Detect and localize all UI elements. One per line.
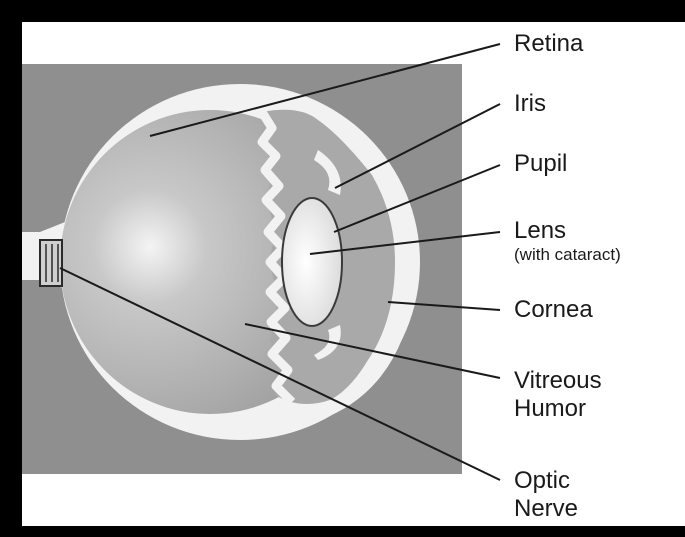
label-vitreous-line2: Humor	[514, 396, 586, 422]
lens-shape	[282, 198, 342, 326]
label-lens: Lens	[514, 218, 566, 244]
label-iris: Iris	[514, 91, 546, 117]
label-cornea: Cornea	[514, 297, 593, 323]
label-optic-line2: Nerve	[514, 496, 578, 522]
label-vitreous-line1: Vitreous	[514, 368, 602, 394]
label-lens-note: (with cataract)	[514, 245, 621, 265]
label-retina: Retina	[514, 31, 583, 57]
label-pupil: Pupil	[514, 151, 567, 177]
label-optic-line1: Optic	[514, 468, 570, 494]
